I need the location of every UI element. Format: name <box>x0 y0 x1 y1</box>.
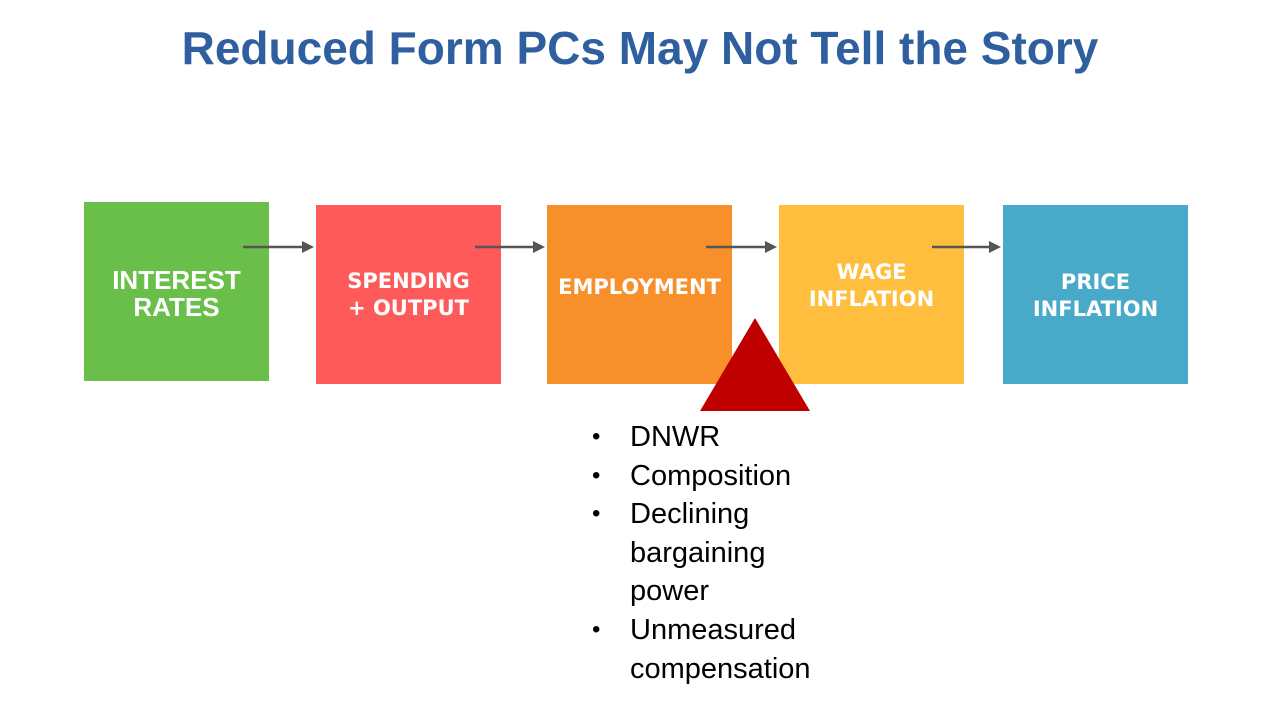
spending-output-box: SPENDING + OUTPUT <box>316 205 501 384</box>
list-item: Composition <box>592 457 892 496</box>
price-inflation-label: PRICE INFLATION <box>1032 270 1159 321</box>
interest-rates-label: INTEREST RATES <box>112 264 241 322</box>
employment-label: EMPLOYMENT <box>558 275 721 299</box>
slide-title: Reduced Form PCs May Not Tell the Story <box>181 22 1099 74</box>
list-item: DNWR <box>592 418 892 457</box>
factor-list: DNWR Composition Declining bargaining po… <box>592 418 892 688</box>
interest-rates-box: INTEREST RATES <box>84 202 269 381</box>
wage-inflation-label: WAGE INFLATION <box>808 259 935 311</box>
list-item: Declining bargaining power <box>592 495 892 611</box>
employment-box: EMPLOYMENT <box>547 205 732 384</box>
list-item: Unmeasured compensation <box>592 611 892 688</box>
price-inflation-box: PRICE INFLATION <box>1003 205 1188 384</box>
wage-inflation-box: WAGE INFLATION <box>779 205 964 384</box>
spending-output-label: SPENDING + OUTPUT <box>347 268 470 320</box>
